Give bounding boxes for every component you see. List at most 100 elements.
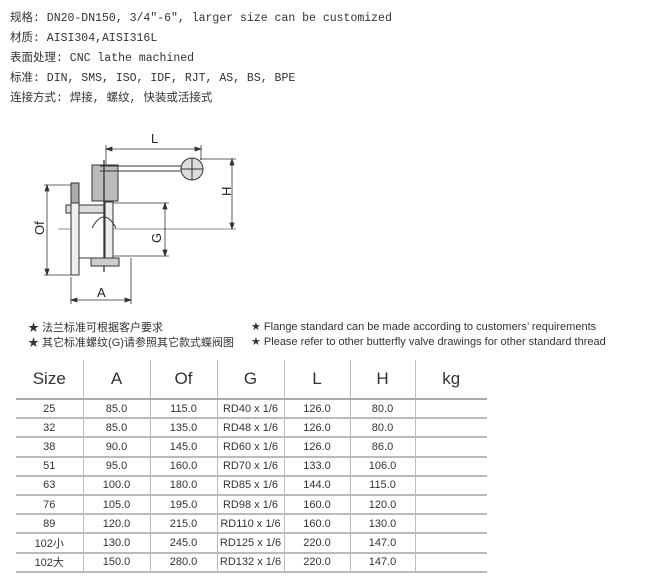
cell-size: 89 [16,514,83,535]
cell-of: 115.0 [149,399,217,420]
cell-l: 126.0 [283,418,350,439]
cell-size: 32 [16,418,83,439]
cell-of: 145.0 [149,437,217,458]
cell-size: 51 [16,456,83,477]
cell-h: 120.0 [349,494,415,516]
table-header: Size A Of G L H kg [16,360,487,400]
label-A: A [97,285,106,300]
cell-a: 85.0 [82,418,150,439]
cell-kg [414,475,487,496]
note-cn-thread: ★ 其它标准螺纹(G)请参照其它款式蝶阀图 [28,337,234,349]
cell-h: 147.0 [349,552,415,573]
spec-standard: 标准: DIN, SMS, ISO, IDF, RJT, AS, BS, BPE [10,72,296,85]
bonnet [91,164,119,202]
cell-size: 38 [16,437,83,458]
cell-l: 126.0 [283,437,350,458]
cell-g: RD48 x 1/6 [216,418,284,439]
dimension-A [69,258,133,304]
cell-kg [414,437,487,458]
cell-h: 80.0 [349,399,415,420]
spec-size: 规格: DN20-DN150, 3/4"-6", larger size can… [10,12,392,25]
cell-of: 195.0 [149,494,217,516]
header-l: L [283,360,350,400]
label-Of: Of [32,221,47,235]
dimension-Of [44,183,71,277]
cell-a: 90.0 [82,437,150,458]
cell-kg [414,552,487,573]
cell-size: 63 [16,475,83,496]
header-of: Of [149,360,217,400]
label-G: G [149,233,164,243]
label-L: L [151,131,158,146]
cell-h: 106.0 [349,456,415,477]
cell-h: 86.0 [349,437,415,458]
cell-g: RD125 x 1/6 [216,533,284,554]
header-a: A [82,360,150,400]
cell-g: RD110 x 1/6 [216,514,284,535]
cell-of: 180.0 [149,475,217,496]
cell-a: 95.0 [82,456,150,477]
cell-of: 280.0 [149,552,217,573]
cell-size: 25 [16,399,83,420]
cell-kg [414,399,487,420]
cell-l: 160.0 [283,514,350,535]
cell-g: RD60 x 1/6 [216,437,284,458]
header-kg: kg [414,360,487,400]
cell-g: RD85 x 1/6 [216,475,284,496]
cell-of: 135.0 [149,418,217,439]
cell-g: RD40 x 1/6 [216,399,284,420]
note-cn-flange: ★ 法兰标准可根据客户要求 [28,322,164,334]
bottom-nut [90,257,120,267]
cell-g: RD132 x 1/6 [216,552,284,573]
spec-connection: 连接方式: 焊接, 螺纹, 快装或活接式 [10,92,213,105]
cell-l: 160.0 [283,494,350,516]
header-size: Size [16,360,83,400]
note-en-flange: ★ Flange standard can be made according … [251,321,597,333]
dimension-L [104,145,203,165]
cell-a: 105.0 [82,494,150,516]
cell-of: 215.0 [149,514,217,535]
cell-size: 102小 [16,533,83,554]
cell-l: 133.0 [283,456,350,477]
cell-kg [414,533,487,554]
valve-drawing: L H Of G A [32,131,236,304]
cell-a: 130.0 [82,533,150,554]
spec-surface: 表面处理: CNC lathe machined [10,52,195,65]
cell-kg [414,418,487,439]
cell-g: RD70 x 1/6 [216,456,284,477]
cell-a: 120.0 [82,514,150,535]
cell-g: RD98 x 1/6 [216,494,284,516]
cell-kg [414,494,487,516]
cell-of: 160.0 [149,456,217,477]
thread-end [104,201,114,261]
cell-a: 100.0 [82,475,150,496]
cell-kg [414,514,487,535]
cell-of: 245.0 [149,533,217,554]
cell-a: 150.0 [82,552,150,573]
label-H: H [219,187,234,196]
cell-h: 147.0 [349,533,415,554]
cell-h: 115.0 [349,475,415,496]
cell-kg [414,456,487,477]
header-g: G [216,360,284,400]
cell-l: 220.0 [283,552,350,573]
cell-size: 102大 [16,552,83,573]
cell-l: 144.0 [283,475,350,496]
note-en-thread: ★ Please refer to other butterfly valve … [251,336,606,348]
header-h: H [349,360,415,400]
cell-l: 220.0 [283,533,350,554]
dimension-H [200,157,236,231]
flange-hatch [70,182,80,204]
cell-h: 130.0 [349,514,415,535]
dimension-G [113,201,169,258]
